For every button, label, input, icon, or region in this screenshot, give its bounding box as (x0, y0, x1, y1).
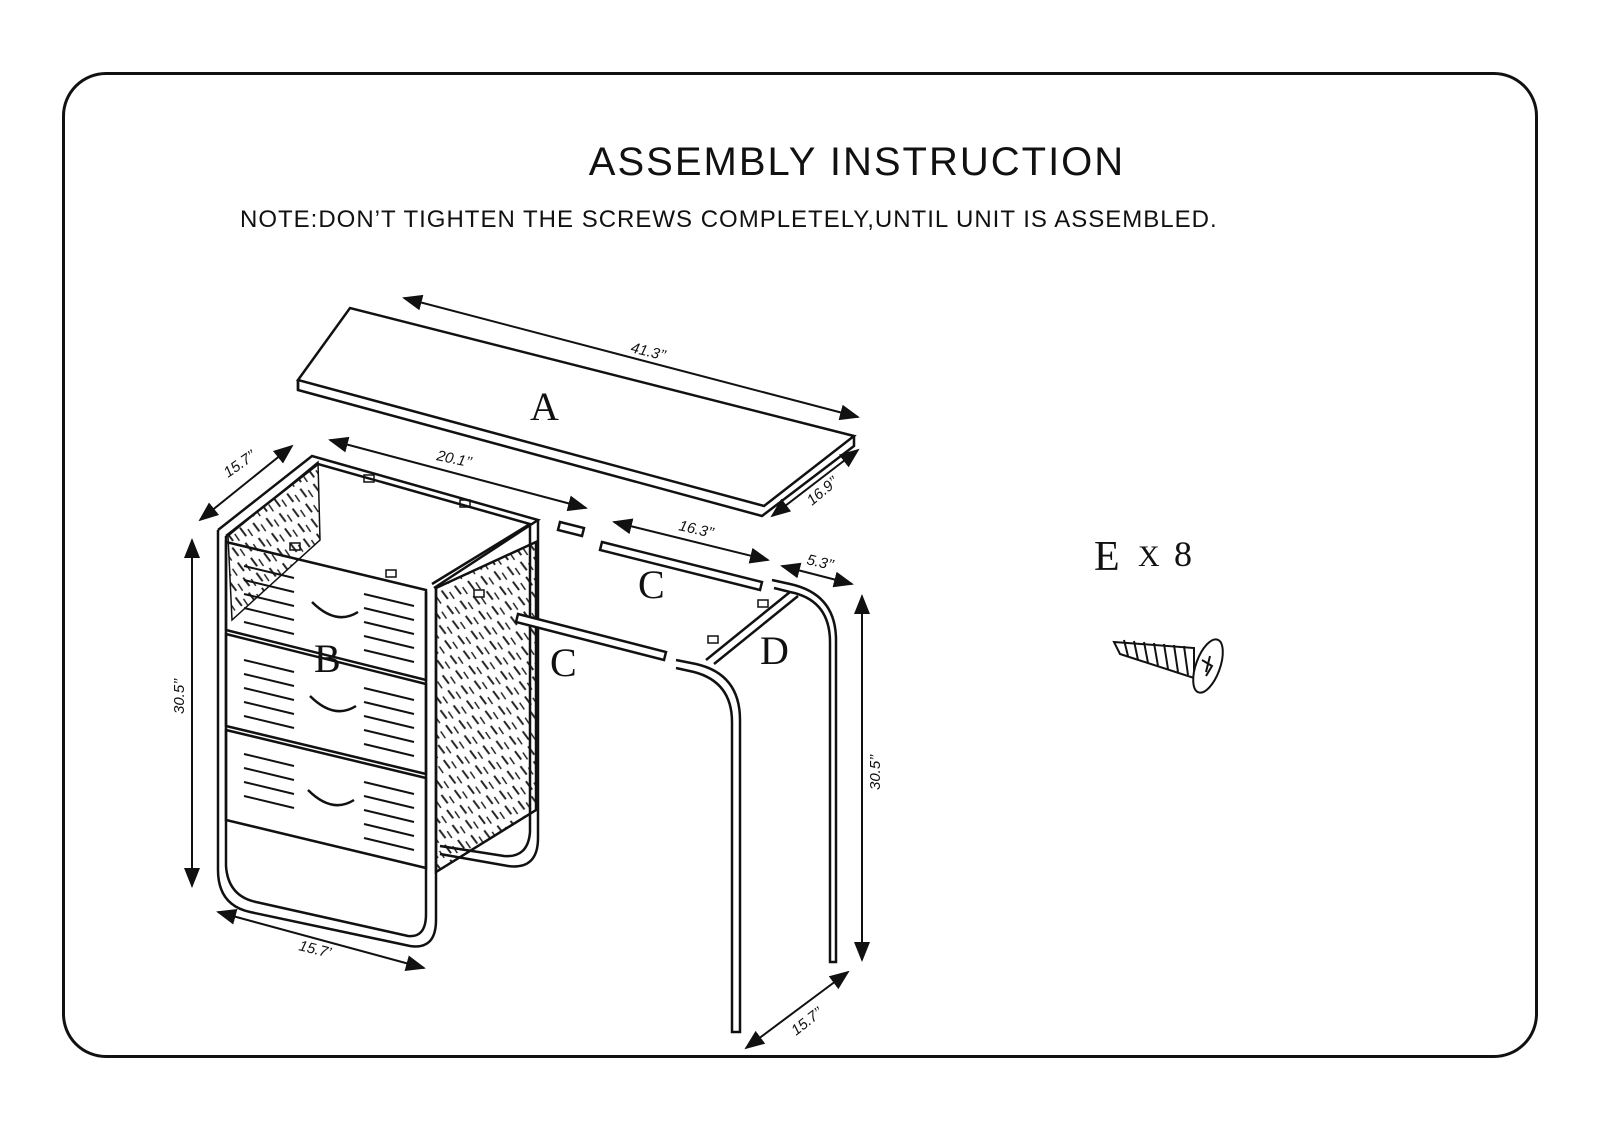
dim-label-leg-depth: 15.7’’ (788, 1004, 827, 1040)
part-label-c-upper: C (638, 562, 665, 607)
tabletop-part-a (295, 306, 857, 518)
hardware-letter: E (1094, 534, 1120, 580)
part-label-c-lower: C (550, 640, 577, 685)
dimension-leg-depth: 15.7’’ (744, 970, 850, 1050)
dimension-frame-width: 5.3’’ (780, 551, 854, 588)
rail-part-c-lower (514, 612, 668, 662)
dimension-cabinet-depth-bottom: 15.7’ (216, 909, 426, 971)
diagram-border (62, 72, 1538, 1058)
dimension-cabinet-height: 30.5’’ (171, 538, 200, 888)
screw-icon (1112, 638, 1224, 694)
drawer-cabinet-part-b (216, 454, 541, 948)
dim-label-cabinet-height: 30.5’’ (171, 678, 188, 714)
dim-label-leg-height: 30.5’’ (867, 754, 884, 790)
part-label-a: A (530, 384, 559, 429)
page-title: ASSEMBLY INSTRUCTION (588, 140, 1126, 184)
leg-frame-part-d (675, 578, 838, 1034)
dim-label-frame-width: 5.3’’ (805, 551, 836, 574)
dim-label-top-depth: 16.9’’ (804, 473, 842, 509)
dimension-leg-height: 30.5’’ (854, 594, 884, 962)
dim-label-top-length: 41.3’’ (629, 339, 668, 364)
dim-label-cabinet-width: 20.1’’ (434, 447, 474, 471)
assembly-note: NOTE:DON’T TIGHTEN THE SCREWS COMPLETELY… (240, 206, 1218, 233)
part-label-b: B (314, 636, 341, 681)
part-label-d: D (760, 628, 789, 673)
hardware-multiply: X (1138, 540, 1160, 573)
hardware-count: 8 (1174, 534, 1192, 574)
